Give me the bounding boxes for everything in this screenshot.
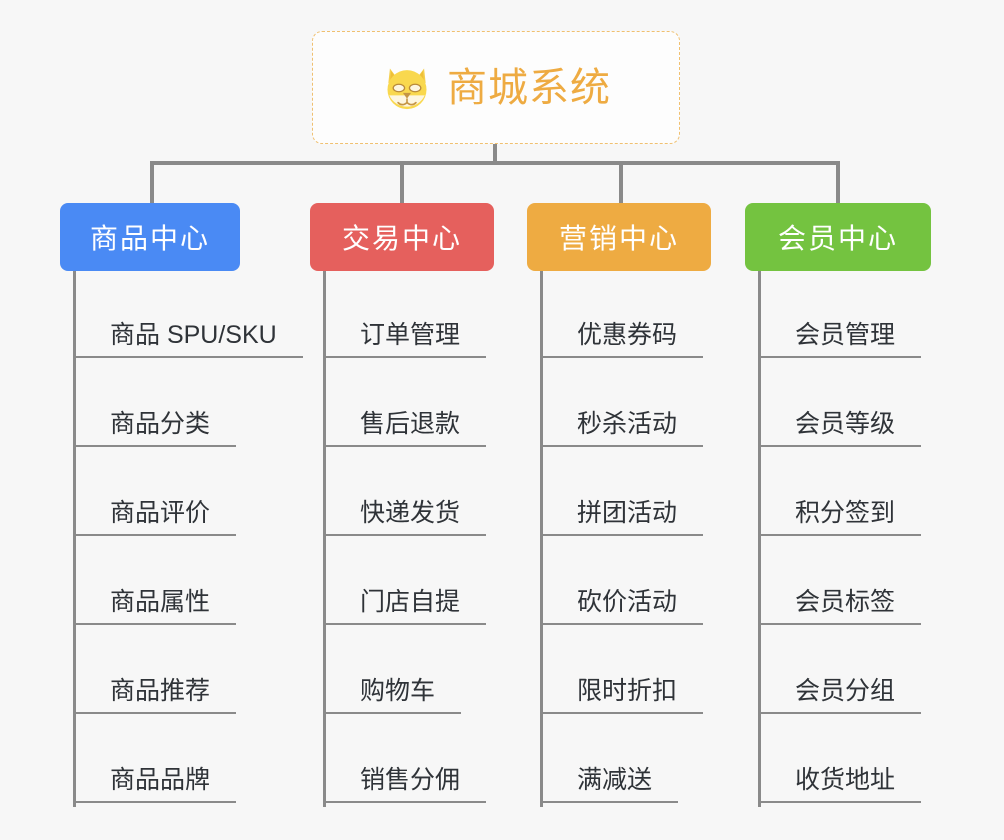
branch-header-label: 商品中心 [89, 223, 210, 254]
leaf-label: 销售分佣 [326, 766, 487, 803]
leaf-label: 会员分组 [761, 677, 922, 714]
branch-product-center: 商品中心 商品 SPU/SKU 商品分类 商品评价 商品属性 商品推荐 商品品牌 [60, 203, 310, 807]
leaf-item[interactable]: 砍价活动 [543, 540, 757, 629]
leaf-label: 砍价活动 [543, 588, 704, 625]
leaf-label: 商品分类 [76, 410, 237, 447]
leaf-label: 满减送 [543, 766, 679, 803]
branch-header-label: 会员中心 [777, 223, 898, 254]
branch-header-product-center[interactable]: 商品中心 [60, 203, 240, 271]
leaf-item[interactable]: 销售分佣 [326, 718, 540, 807]
leaf-item[interactable]: 会员分组 [761, 629, 975, 718]
leaf-item[interactable]: 会员等级 [761, 362, 975, 451]
leaf-label: 订单管理 [326, 321, 487, 358]
branch-header-label: 交易中心 [341, 223, 462, 254]
leaf-item[interactable]: 限时折扣 [543, 629, 757, 718]
root-node-mall-system[interactable]: 商城系统 [312, 31, 680, 144]
branch-member-center: 会员中心 会员管理 会员等级 积分签到 会员标签 会员分组 收货地址 [745, 203, 975, 807]
leaf-item[interactable]: 积分签到 [761, 451, 975, 540]
leaf-item[interactable]: 订单管理 [326, 273, 540, 362]
connector-drop-2 [400, 161, 404, 203]
leaf-label: 限时折扣 [543, 677, 704, 714]
leaf-label: 商品属性 [76, 588, 237, 625]
branch-header-label: 营销中心 [558, 223, 679, 254]
branch-items-trade-center: 订单管理 售后退款 快递发货 门店自提 购物车 销售分佣 [323, 271, 540, 807]
leaf-item[interactable]: 会员管理 [761, 273, 975, 362]
root-title: 商城系统 [447, 65, 611, 110]
connector-drop-4 [836, 161, 840, 203]
leaf-item[interactable]: 商品评价 [76, 451, 310, 540]
leaf-label: 收货地址 [761, 766, 922, 803]
leaf-item[interactable]: 快递发货 [326, 451, 540, 540]
branch-items-marketing-center: 优惠券码 秒杀活动 拼团活动 砍价活动 限时折扣 满减送 [540, 271, 757, 807]
leaf-label: 商品 SPU/SKU [76, 321, 303, 358]
leaf-label: 优惠券码 [543, 321, 704, 358]
leaf-item[interactable]: 商品分类 [76, 362, 310, 451]
branch-trade-center: 交易中心 订单管理 售后退款 快递发货 门店自提 购物车 销售分佣 [310, 203, 540, 807]
connector-horizontal-bus [150, 161, 840, 165]
leaf-label: 商品推荐 [76, 677, 237, 714]
leaf-item[interactable]: 门店自提 [326, 540, 540, 629]
leaf-label: 购物车 [326, 677, 462, 714]
leaf-label: 积分签到 [761, 499, 922, 536]
branch-header-marketing-center[interactable]: 营销中心 [527, 203, 711, 271]
leaf-item[interactable]: 售后退款 [326, 362, 540, 451]
leaf-label: 售后退款 [326, 410, 487, 447]
leaf-item[interactable]: 秒杀活动 [543, 362, 757, 451]
leaf-item[interactable]: 拼团活动 [543, 451, 757, 540]
leaf-item[interactable]: 购物车 [326, 629, 540, 718]
leaf-item[interactable]: 商品 SPU/SKU [76, 273, 310, 362]
leaf-item[interactable]: 收货地址 [761, 718, 975, 807]
leaf-label: 商品品牌 [76, 766, 237, 803]
connector-drop-3 [619, 161, 623, 203]
branch-items-product-center: 商品 SPU/SKU 商品分类 商品评价 商品属性 商品推荐 商品品牌 [73, 271, 310, 807]
branch-header-member-center[interactable]: 会员中心 [745, 203, 931, 271]
connector-root-stem [493, 144, 497, 164]
branch-marketing-center: 营销中心 优惠券码 秒杀活动 拼团活动 砍价活动 限时折扣 满减送 [527, 203, 757, 807]
leaf-label: 门店自提 [326, 588, 487, 625]
leaf-label: 拼团活动 [543, 499, 704, 536]
leaf-item[interactable]: 商品推荐 [76, 629, 310, 718]
branch-items-member-center: 会员管理 会员等级 积分签到 会员标签 会员分组 收货地址 [758, 271, 975, 807]
leaf-item[interactable]: 满减送 [543, 718, 757, 807]
leaf-label: 会员管理 [761, 321, 922, 358]
leaf-label: 会员等级 [761, 410, 922, 447]
leaf-item[interactable]: 会员标签 [761, 540, 975, 629]
leaf-label: 会员标签 [761, 588, 922, 625]
branch-header-trade-center[interactable]: 交易中心 [310, 203, 494, 271]
leaf-item[interactable]: 优惠券码 [543, 273, 757, 362]
leaf-label: 商品评价 [76, 499, 237, 536]
leaf-label: 快递发货 [326, 499, 487, 536]
connector-drop-1 [150, 161, 154, 203]
shiba-inu-dog-face-icon [387, 68, 427, 109]
leaf-item[interactable]: 商品品牌 [76, 718, 310, 807]
leaf-label: 秒杀活动 [543, 410, 704, 447]
leaf-item[interactable]: 商品属性 [76, 540, 310, 629]
